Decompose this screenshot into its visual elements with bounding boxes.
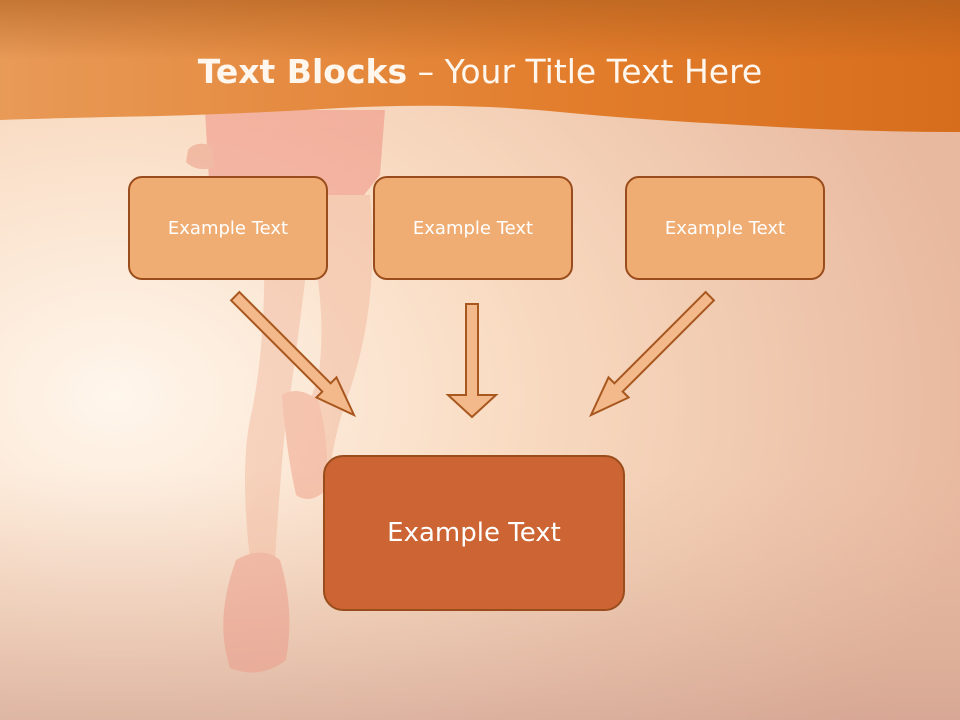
slide-title: Text Blocks – Your Title Text Here [0, 52, 960, 91]
title-dash: – [407, 52, 445, 91]
title-rest: Your Title Text Here [444, 52, 763, 91]
text-block-1: Example Text [128, 176, 328, 280]
arrow-center-down [445, 303, 499, 419]
arrow-left-diagonal [229, 290, 357, 418]
target-text-block: Example Text [323, 455, 625, 611]
arrow-right-diagonal [588, 290, 716, 418]
title-bold-part: Text Blocks [197, 52, 408, 91]
text-block-3: Example Text [625, 176, 825, 280]
text-block-1-label: Example Text [167, 217, 289, 239]
runner-silhouette [186, 110, 385, 673]
text-block-2: Example Text [373, 176, 573, 280]
text-block-2-label: Example Text [412, 217, 534, 239]
text-block-3-label: Example Text [664, 217, 786, 239]
target-text-block-label: Example Text [387, 518, 561, 548]
